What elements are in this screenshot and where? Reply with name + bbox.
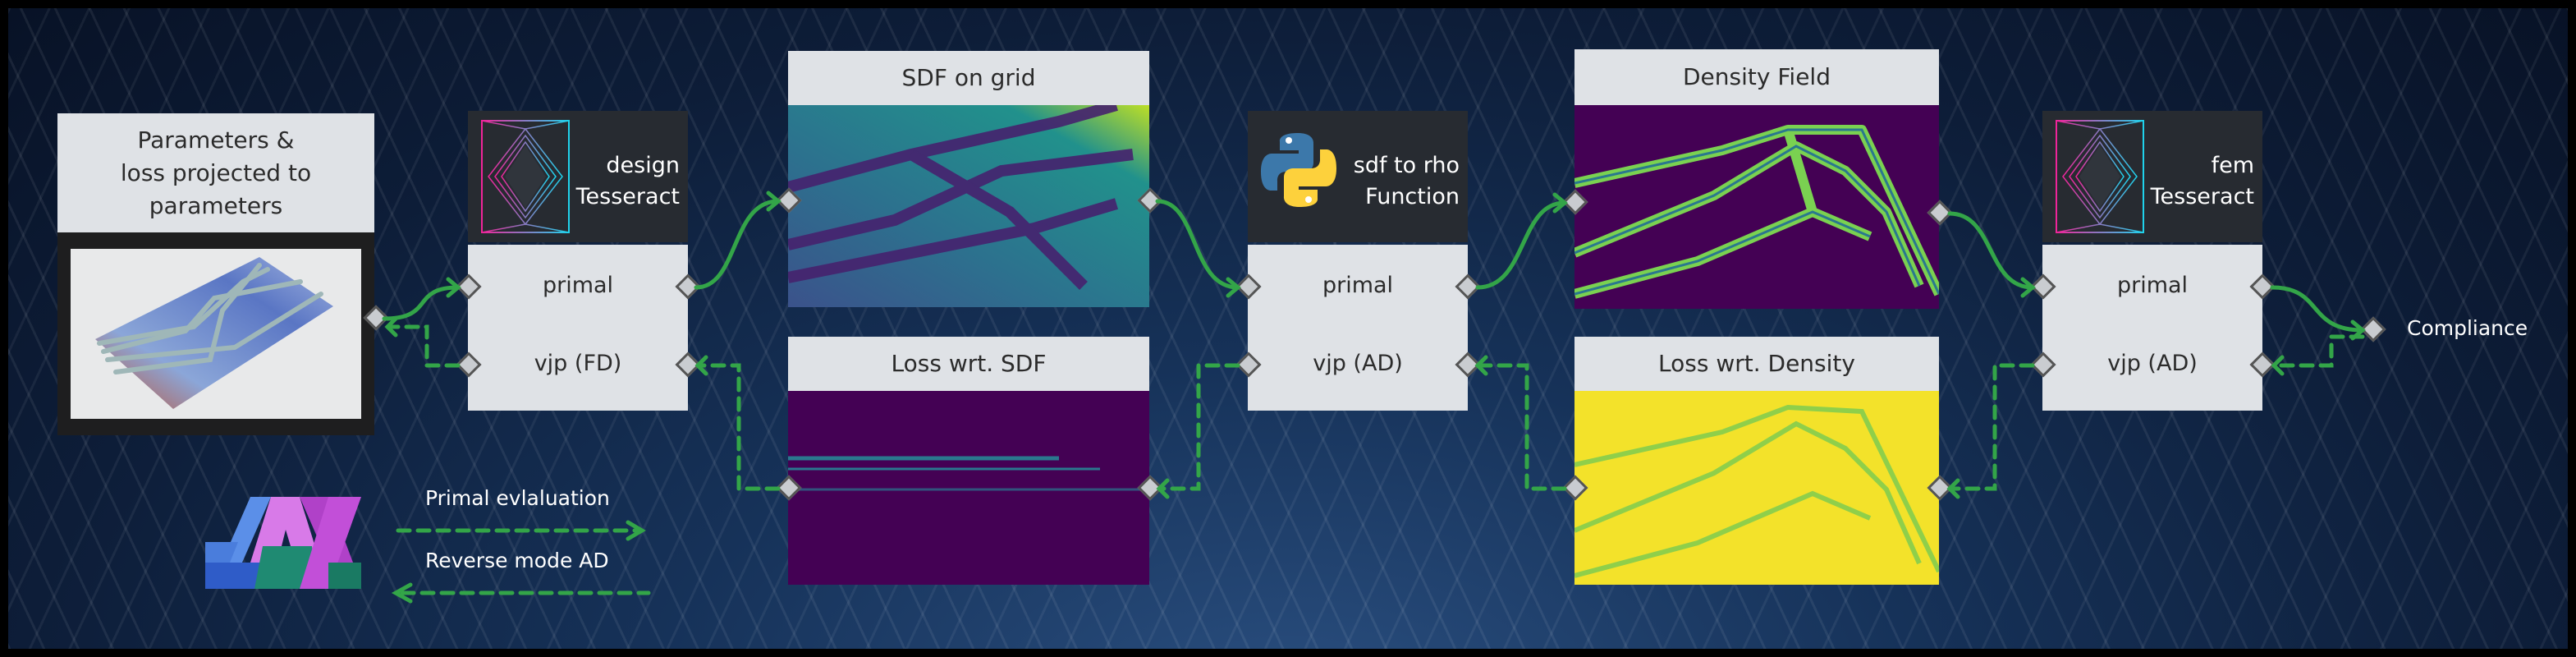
density-field-title: Density Field	[1574, 49, 1939, 105]
fem-vjp-label: vjp (AD)	[2107, 351, 2198, 376]
sdf-grid-title: SDF on grid	[788, 51, 1149, 105]
parameters-header: Parameters & loss projected to parameter…	[57, 113, 374, 232]
design-tesseract-title: design Tesseract	[576, 150, 680, 213]
tesseract-logo-icon	[2056, 120, 2144, 233]
wire-design-vjp-to-params	[385, 324, 461, 368]
loss-density-panel: Loss wrt. Density	[1574, 337, 1939, 585]
fem-tesseract-header: fem Tesseract	[2042, 111, 2262, 242]
design-tesseract-header: design Tesseract	[468, 111, 688, 242]
tesseract-logo-icon	[481, 120, 570, 233]
loss-sdf-panel: Loss wrt. SDF	[788, 337, 1149, 585]
diagram-canvas: Parameters & loss projected to parameter…	[8, 8, 2568, 649]
wire-fem-to-compliance	[2270, 285, 2365, 333]
sdf-to-rho-kind: Function	[1365, 184, 1460, 209]
fem-name: fem	[2211, 153, 2254, 178]
fem-primal-label: primal	[2116, 273, 2189, 298]
wire-rho-vjp-to-sdfloss	[1157, 363, 1240, 491]
wire-density-to-fem	[1947, 211, 2035, 290]
wire-design-to-sdf	[694, 199, 781, 290]
sdf-to-rho-name: sdf to rho	[1353, 153, 1460, 178]
legend-reverse-label: Reverse mode AD	[425, 549, 609, 572]
fem-tesseract-title: fem Tesseract	[2151, 150, 2254, 213]
loss-sdf-title: Loss wrt. SDF	[788, 337, 1149, 391]
design-name: design	[606, 153, 680, 178]
density-field-heatmap	[1574, 105, 1939, 309]
loss-sdf-heatmap	[788, 391, 1149, 585]
parameters-3d-plot	[71, 249, 361, 419]
sdf-to-rho-title: sdf to rho Function	[1354, 150, 1460, 213]
parameters-image-frame	[57, 232, 374, 435]
compliance-label: Compliance	[2407, 316, 2528, 340]
density-field-panel: Density Field	[1574, 49, 1939, 309]
fem-tesseract-node: fem Tesseract primal vjp (AD)	[2042, 111, 2262, 411]
connections	[382, 191, 2366, 604]
loss-density-title: Loss wrt. Density	[1574, 337, 1939, 391]
sdf-to-rho-node: sdf to rho Function primal vjp (AD)	[1248, 111, 1468, 411]
design-tesseract-body: primal vjp (FD)	[468, 245, 688, 411]
legend-primal-label: Primal evlaluation	[425, 486, 610, 510]
parameters-title-1: Parameters &	[137, 126, 295, 154]
parameters-node: Parameters & loss projected to parameter…	[57, 113, 374, 435]
sdf-to-rho-body: primal vjp (AD)	[1248, 245, 1468, 411]
design-vjp-label: vjp (FD)	[534, 351, 622, 376]
design-tesseract-node: design Tesseract primal vjp (FD)	[468, 111, 688, 411]
jax-logo-icon	[205, 497, 361, 589]
loss-density-heatmap	[1574, 391, 1939, 585]
sdf-to-rho-vjp-label: vjp (AD)	[1313, 351, 1403, 376]
wire-rho-to-density	[1475, 200, 1567, 290]
sdf-to-rho-header: sdf to rho Function	[1248, 111, 1468, 242]
sdf-to-rho-primal-label: primal	[1322, 273, 1394, 298]
wire-fem-vjp-to-densityloss	[1947, 363, 2035, 491]
parameters-title-2: loss projected to parameters	[120, 159, 312, 219]
wire-densityloss-to-rho	[1475, 363, 1567, 491]
sdf-grid-heatmap	[788, 105, 1149, 307]
design-primal-label: primal	[542, 273, 614, 298]
fem-tesseract-body: primal vjp (AD)	[2042, 245, 2262, 411]
design-kind: Tesseract	[575, 184, 680, 209]
fem-kind: Tesseract	[2150, 184, 2254, 209]
wire-compliance-to-fem	[2271, 334, 2365, 368]
python-logo-icon	[1261, 133, 1336, 207]
wire-sdf-to-rho	[1155, 199, 1240, 290]
wire-sdfloss-to-design	[695, 363, 781, 491]
sdf-grid-panel: SDF on grid	[788, 51, 1149, 307]
wire-params-to-design	[382, 285, 461, 321]
